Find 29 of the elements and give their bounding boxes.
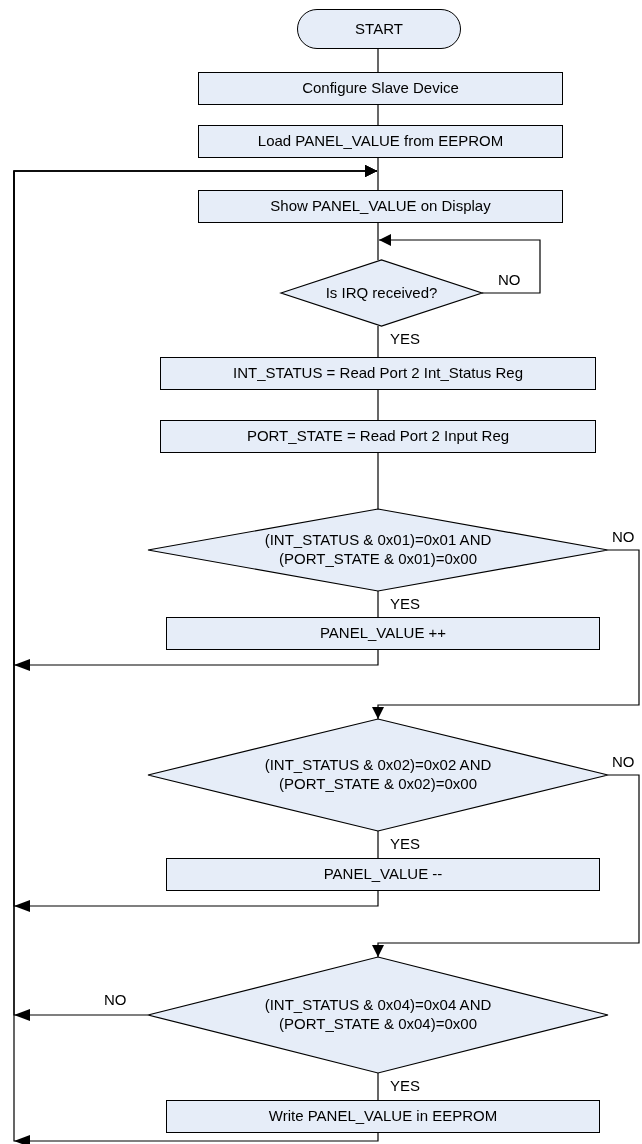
decision-diamond <box>148 957 608 1073</box>
decision-diamond <box>281 260 482 326</box>
process-box <box>166 617 600 650</box>
connector-arrow <box>372 774 640 958</box>
process-box <box>166 858 600 891</box>
process-box <box>198 72 563 105</box>
node-text: INT_STATUS = Read Port 2 Int_Status Reg <box>233 364 523 383</box>
node-text: (INT_STATUS & 0x01)=0x01 AND (PORT_STATE & 0x01)=0x00 <box>263 531 493 569</box>
start-terminal <box>297 9 461 49</box>
node-text: (INT_STATUS & 0x02)=0x02 AND (PORT_STATE & 0x02)=0x00 <box>263 756 493 794</box>
node-text: (INT_STATUS & 0x04)=0x04 AND (PORT_STATE & 0x04)=0x00 <box>263 996 493 1034</box>
connector-arrow <box>378 234 541 294</box>
node-text: START <box>355 19 403 39</box>
node-text: Is IRQ received? <box>324 283 439 303</box>
decision-diamond <box>148 719 608 831</box>
process-box <box>166 1100 600 1133</box>
connector-arrow <box>372 549 640 720</box>
node-text: PANEL_VALUE -- <box>323 865 443 884</box>
process-box <box>160 420 596 453</box>
process-box <box>198 190 563 223</box>
node-text: Write PANEL_VALUE in EEPROM <box>268 1107 498 1126</box>
node-text: Show PANEL_VALUE on Display <box>270 197 491 216</box>
process-box <box>198 125 563 158</box>
node-text: PORT_STATE = Read Port 2 Input Reg <box>246 427 510 446</box>
node-text: Load PANEL_VALUE from EEPROM <box>257 132 504 151</box>
decision-diamond <box>148 509 608 591</box>
process-box <box>160 357 596 390</box>
node-text: PANEL_VALUE ++ <box>319 624 447 643</box>
node-text: Configure Slave Device <box>302 79 459 98</box>
